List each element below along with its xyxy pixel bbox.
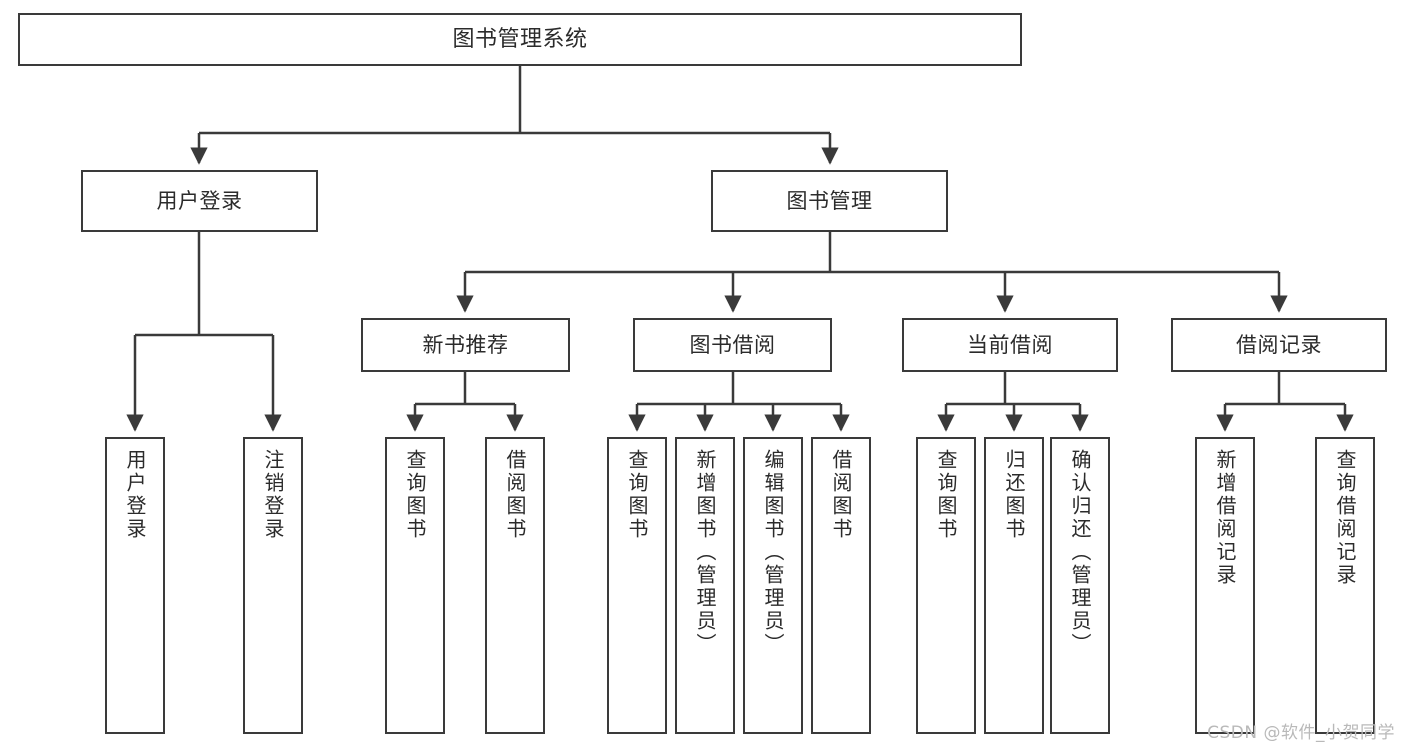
node-leaf-logout[interactable]: 注销登录 [243, 437, 303, 734]
node-label: 用户登录 [123, 449, 147, 541]
node-book-management[interactable]: 图书管理 [711, 170, 948, 232]
node-label: 新书推荐 [422, 332, 509, 357]
node-leaf-query-book-3[interactable]: 查询图书 [916, 437, 976, 734]
node-borrow-record[interactable]: 借阅记录 [1171, 318, 1387, 372]
node-label: 确认归还（管理员） [1068, 449, 1092, 656]
node-leaf-user-login[interactable]: 用户登录 [105, 437, 165, 734]
node-label: 当前借阅 [967, 332, 1053, 357]
node-label: 新增图书（管理员） [693, 449, 717, 656]
node-label: 注销登录 [261, 449, 285, 541]
node-root-book-management-system[interactable]: 图书管理系统 [18, 13, 1022, 66]
node-leaf-query-record[interactable]: 查询借阅记录 [1315, 437, 1375, 734]
node-current-borrow[interactable]: 当前借阅 [902, 318, 1118, 372]
node-label: 归还图书 [1002, 449, 1026, 541]
node-label: 编辑图书（管理员） [761, 449, 785, 656]
node-leaf-add-record[interactable]: 新增借阅记录 [1195, 437, 1255, 734]
node-leaf-confirm-return[interactable]: 确认归还（管理员） [1050, 437, 1110, 734]
node-label: 图书管理系统 [452, 26, 588, 52]
node-label: 查询图书 [934, 449, 958, 541]
node-leaf-add-book[interactable]: 新增图书（管理员） [675, 437, 735, 734]
node-label: 图书借阅 [689, 332, 776, 357]
node-label: 查询图书 [403, 449, 427, 541]
node-user-login[interactable]: 用户登录 [81, 170, 318, 232]
node-leaf-query-book-1[interactable]: 查询图书 [385, 437, 445, 734]
node-book-borrow[interactable]: 图书借阅 [633, 318, 832, 372]
node-leaf-return-book[interactable]: 归还图书 [984, 437, 1044, 734]
node-label: 图书管理 [786, 188, 873, 213]
node-new-book-recommend[interactable]: 新书推荐 [361, 318, 570, 372]
node-label: 查询图书 [625, 449, 649, 541]
node-leaf-edit-book[interactable]: 编辑图书（管理员） [743, 437, 803, 734]
node-label: 新增借阅记录 [1213, 449, 1237, 587]
node-label: 用户登录 [156, 188, 243, 213]
node-leaf-borrow-book-2[interactable]: 借阅图书 [811, 437, 871, 734]
node-leaf-borrow-book-1[interactable]: 借阅图书 [485, 437, 545, 734]
node-label: 借阅图书 [503, 449, 527, 541]
node-label: 借阅图书 [829, 449, 853, 541]
node-label: 借阅记录 [1236, 332, 1322, 357]
node-leaf-query-book-2[interactable]: 查询图书 [607, 437, 667, 734]
node-label: 查询借阅记录 [1333, 449, 1357, 587]
